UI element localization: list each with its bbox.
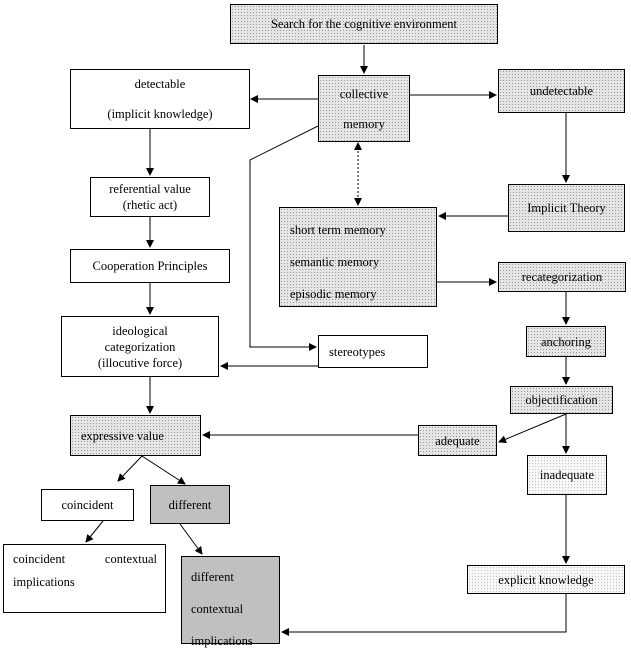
node-objectification-label: objectification [525,393,598,407]
node-collective-line1: collective [339,86,389,101]
node-implicit-theory: Implicit Theory [508,184,625,232]
node-recategorization-label: recategorization [521,270,603,284]
node-expressive-value: expressive value [70,415,201,456]
node-expressive-label: expressive value [81,428,164,443]
node-ideological-line3: (illocutive force) [97,355,183,370]
node-detectable-line2: (implicit knowledge) [107,107,213,121]
different-impl-line3: implications [191,634,253,648]
node-anchoring: anchoring [526,326,606,357]
node-implicit-theory-label: Implicit Theory [527,201,606,215]
node-referential-line1: referential value [109,182,191,196]
coincident-impl-line1b: contextual [104,552,157,566]
different-impl-line2: contextual [191,602,244,616]
arrow-different-to-impl [179,523,203,555]
arrow-expressive-to-different [141,455,186,485]
arrow-expressive-to-coincident [117,455,143,482]
node-referential-line2: (rhetic act) [122,198,178,212]
arrow-explicit-to-different-impl [281,594,567,636]
node-anchoring-label: anchoring [541,334,591,349]
node-cooperation-principles: Cooperation Principles [70,249,230,283]
node-objectification: objectification [510,386,613,414]
memory-short-term: short term memory [290,223,386,237]
node-undetectable: undetectable [498,69,625,113]
arrow-collective-to-stereotypes [249,125,319,351]
node-ideological-line1: ideological [112,323,168,338]
node-coincident-label: coincident [61,498,114,512]
node-recategorization: recategorization [498,262,626,292]
different-impl-line1: different [191,570,234,584]
memory-semantic: semantic memory [290,255,380,269]
node-explicit-knowledge: explicit knowledge [467,565,625,594]
node-collective-line2: memory [343,116,385,131]
node-adequate: adequate [418,425,497,456]
node-undetectable-label: undetectable [529,84,594,98]
node-ideological-categorization: ideological categorization (illocutive f… [61,316,219,377]
memory-episodic: episodic memory [290,287,377,301]
node-memory-types: short term memory semantic memory episod… [279,207,437,307]
coincident-impl-line1a: coincident [13,552,66,566]
node-detectable-line1: detectable [134,77,186,91]
arrow-objectification-to-adequate [498,413,567,443]
node-inadequate: inadequate [527,455,607,495]
node-stereotypes: stereotypes [318,335,428,368]
node-different: different [150,485,230,524]
node-coincident: coincident [41,489,134,521]
node-ideological-line2: categorization [104,339,176,354]
node-explicit-label: explicit knowledge [498,572,594,587]
node-coincident-implications: coincident contextual implications [3,544,166,613]
node-different-label: different [168,497,212,512]
node-adequate-label: adequate [435,433,480,448]
node-detectable: detectable (implicit knowledge) [70,69,250,129]
node-collective-memory: collective memory [318,75,410,142]
node-different-implications: different contextual implications [181,556,280,648]
coincident-impl-line2: implications [13,575,75,589]
arrow-coincident-to-impl [85,520,104,543]
node-search-label: Search for the cognitive environment [270,17,458,31]
node-cooperation-label: Cooperation Principles [92,259,208,273]
node-stereotypes-label: stereotypes [329,344,386,359]
node-inadequate-label: inadequate [539,468,595,482]
node-referential-value: referential value (rhetic act) [90,177,210,217]
node-search: Search for the cognitive environment [230,4,498,44]
